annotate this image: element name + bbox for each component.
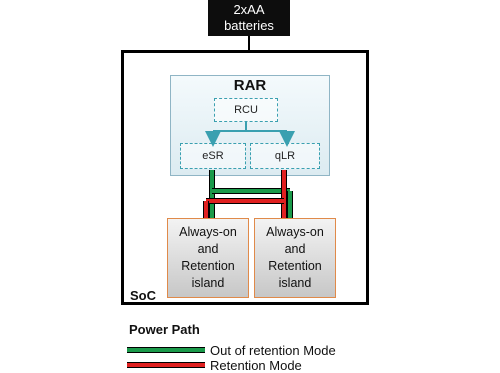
legend-label-out-of-retention: Out of retention Mode <box>210 343 336 358</box>
legend-label-retention: Retention Mode <box>210 358 302 373</box>
island-line4: island <box>278 276 312 290</box>
rar-title: RAR <box>233 77 267 94</box>
island-line1: Always-on <box>179 225 237 239</box>
battery-label-line1: 2xAA <box>233 2 265 17</box>
power-path-red <box>203 170 287 218</box>
island-line1: Always-on <box>266 225 324 239</box>
always-on-island-left: Always-on and Retention island <box>167 218 249 298</box>
always-on-island-right: Always-on and Retention island <box>254 218 336 298</box>
island-line3: Retention <box>181 259 235 273</box>
island-line3: Retention <box>268 259 322 273</box>
rcu-label: RCU <box>234 104 258 116</box>
battery-box: 2xAA batteries <box>208 0 290 36</box>
island-line4: island <box>191 276 225 290</box>
esr-label: eSR <box>202 150 224 162</box>
soc-label: SoC <box>130 288 156 303</box>
battery-label-line2: batteries <box>224 18 274 33</box>
legend-title: Power Path <box>129 322 200 337</box>
power-path-green <box>209 170 293 218</box>
island-line2: and <box>197 242 219 256</box>
qlr-label: qLR <box>274 150 296 162</box>
soc-frame <box>121 50 369 305</box>
island-line2: and <box>284 242 306 256</box>
rcu-block: RCU <box>214 98 278 122</box>
